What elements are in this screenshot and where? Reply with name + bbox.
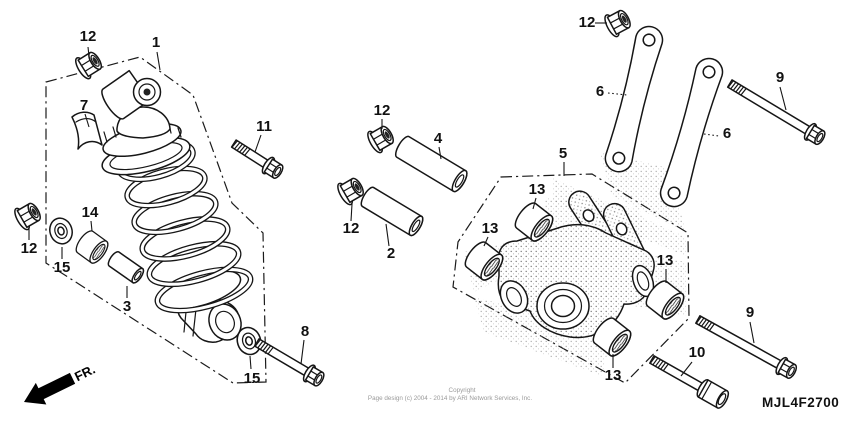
part-collar-3 [107,251,145,284]
callout-6-link-arm: 6 [596,83,604,100]
callout-15-dust-seal: 15 [54,259,71,276]
callout-1-shock-absorber: 1 [152,34,160,51]
callout-12-flange-nut: 12 [579,14,596,31]
leader-line-1 [156,51,161,71]
copyright-line-2: Page design (c) 2004 - 2014 by ARI Netwo… [368,395,532,402]
callout-13-needle-bearing: 13 [529,181,546,198]
leader-line-10 [680,361,693,377]
callout-13-needle-bearing: 13 [482,220,499,237]
leader-line-6 [703,133,720,137]
leader-line-12 [87,46,90,57]
diagram-code: MJL4F2700 [762,395,839,410]
callout-12-flange-nut: 12 [21,240,38,257]
callout-layer: 12 1 7 11 12 4 12 2 5 13 13 13 13 6 6 12 9 9 10 8 14 15 3 15 12 [21,14,787,387]
leader-line-11 [254,134,262,153]
part-bolt-9-bottom [695,315,798,379]
callout-4-collar: 4 [434,130,443,147]
copyright-line-1: Copyright [449,387,476,394]
part-bolt-10 [649,355,730,409]
top-bushing-cylinder [101,69,151,120]
leader-line-4 [438,146,442,160]
leader-line-13 [483,236,489,247]
callout-6-link-arm: 6 [723,125,731,142]
leader-line-9 [749,321,755,344]
part-bolt-9-top [726,79,826,146]
leader-line-9 [779,86,787,111]
part-bolt-8 [253,338,325,387]
callout-11-flange-bolt: 11 [256,118,272,135]
leader-line-2 [385,223,390,247]
part-collar-2 [360,186,424,237]
knuckle-right-tube [631,264,655,298]
leader-line-15 [249,355,252,370]
callout-13-needle-bearing: 13 [605,367,622,384]
fr-arrow-icon [24,372,76,405]
part-bolt-11 [230,139,284,179]
part-shock-absorber [101,69,254,343]
callout-9-flange-bolt: 9 [746,304,754,321]
leader-line-6 [607,92,628,96]
knuckle-center-eye [536,282,590,330]
callout-10-socket-bolt: 10 [689,344,706,361]
leader-line-12 [350,203,353,222]
callout-8-flange-bolt: 8 [301,323,309,340]
callout-7-spring-guard: 7 [80,97,88,114]
part-link-arm-6-right [659,57,724,208]
part-collar-4 [395,135,468,193]
part-cushion-arm-5 [497,190,655,339]
leader-line-13 [532,197,537,210]
callout-9-flange-bolt: 9 [776,69,784,86]
callout-2-collar: 2 [387,245,395,262]
callout-14-needle-bearing: 14 [82,204,99,221]
leader-line-14 [90,220,93,232]
leader-line-7 [84,113,90,128]
callout-5-cushion-arm: 5 [559,145,567,162]
shock-assembly-boundary [45,56,267,384]
cushion-arm-assembly-boundary [452,173,690,384]
callout-12-flange-nut: 12 [343,220,360,237]
callout-12-flange-nut: 12 [374,102,391,119]
leader-line-8 [300,339,305,365]
callout-12-flange-nut: 12 [80,28,97,45]
callout-13-needle-bearing: 13 [657,252,674,269]
part-spring-guard [71,111,103,150]
knuckle-left-tube [499,280,529,314]
callout-15-dust-seal: 15 [244,370,261,387]
callout-3-collar: 3 [123,298,131,315]
part-link-arm-6-left [604,25,664,173]
